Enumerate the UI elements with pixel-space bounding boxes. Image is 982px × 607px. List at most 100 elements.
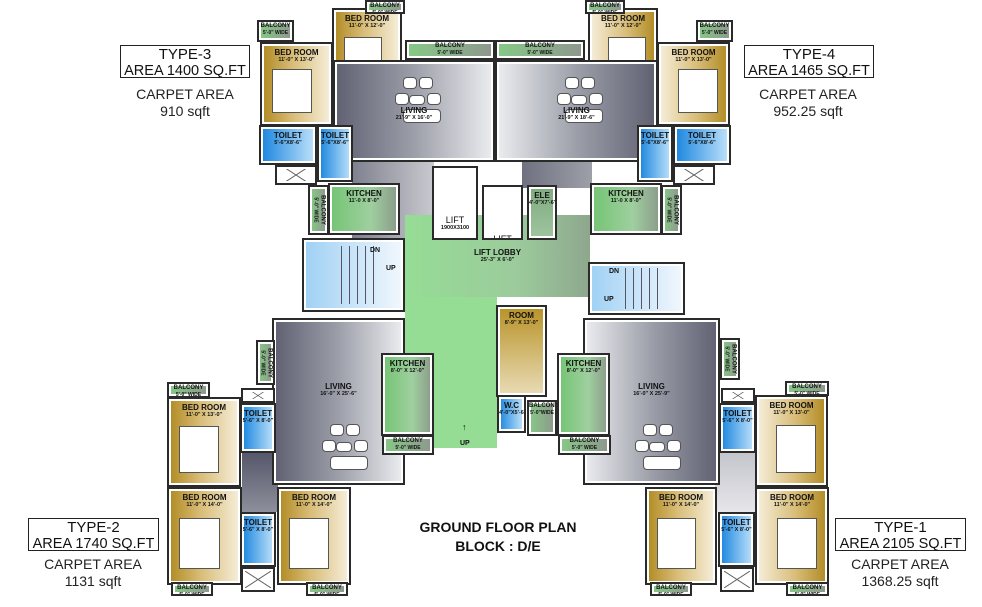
- type-1-label: TYPE-1 AREA 2105 SQ.FT: [835, 518, 966, 552]
- type-2-area: AREA 1740 SQ.FT: [32, 536, 155, 552]
- bed-icon: [272, 69, 312, 113]
- bed-icon: [777, 518, 817, 569]
- type-3-carpet-value: 910 sqft: [160, 103, 210, 119]
- room-dimensions: 11'-0" X 14'-0": [295, 502, 333, 508]
- type-3-carpet: CARPET AREA 910 sqft: [105, 86, 265, 120]
- room-name: TOILET: [723, 409, 752, 418]
- room-name: BED ROOM: [345, 14, 389, 23]
- furniture-icon: [643, 456, 681, 470]
- furniture-icon: [395, 93, 409, 105]
- room-name: BED ROOM: [292, 493, 336, 502]
- lift-lobby-dims: 25'-3" X 6'-0": [480, 257, 515, 263]
- room-name: ROOM: [509, 311, 534, 320]
- room-dimensions: 5'-0"WIDE: [530, 410, 554, 416]
- room-name: KITCHEN: [608, 189, 644, 198]
- room-name: KITCHEN: [389, 359, 426, 368]
- stair-left-dn-tag: DN: [370, 247, 381, 254]
- type-1-carpet: CARPET AREA 1368.25 sqft: [820, 556, 980, 590]
- room-dimensions: 11'-0" X 13'-0": [773, 410, 810, 416]
- room-name: BALCONY: [792, 585, 823, 591]
- room-name: LIFT: [493, 234, 512, 240]
- room-name: BALCONY: [730, 344, 737, 374]
- furniture-icon: [419, 77, 433, 89]
- furniture-icon: [403, 109, 441, 123]
- entrance-up-tag: UP: [460, 440, 470, 447]
- furniture-icon: [649, 442, 665, 452]
- type-2-name: TYPE-2: [67, 519, 120, 536]
- shaft-55: [720, 567, 754, 592]
- room-name: BALCONY: [266, 347, 272, 378]
- furniture-icon: [565, 77, 579, 89]
- stair-26: [588, 262, 685, 315]
- type-4-carpet-value: 952.25 sqft: [773, 103, 843, 119]
- living-extension-right: [522, 160, 592, 188]
- furniture-icon: [354, 440, 368, 452]
- room-name: W.C: [503, 401, 520, 410]
- room-dimensions: 5'-0" WIDE: [259, 349, 265, 376]
- room-name: BALCONY: [699, 23, 730, 29]
- furniture-icon: [427, 93, 441, 105]
- room-dimensions: 5'-6" X 8'-0": [242, 527, 274, 533]
- bed-icon: [179, 518, 220, 569]
- room-dimensions: 5'-0" WIDE: [794, 592, 821, 596]
- corridor-type-1: [715, 452, 755, 512]
- room-name: BALCONY: [590, 3, 620, 9]
- room-name: BALCONY: [370, 3, 400, 9]
- type-4-carpet: CARPET AREA 952.25 sqft: [728, 86, 888, 120]
- plan-title-line1: GROUND FLOOR PLAN: [419, 519, 577, 535]
- room-dimensions: 5'-6" X 8'-0": [721, 527, 752, 533]
- room-dimensions: 8'-0" X 12'-0": [566, 368, 601, 374]
- room-dimensions: 11'-0" X 14'-0": [662, 502, 700, 508]
- type-1-carpet-value: 1368.25 sqft: [861, 573, 939, 589]
- room-name: TOILET: [640, 131, 670, 140]
- shaft-41: [241, 567, 275, 592]
- room-name: BALCONY: [525, 43, 555, 49]
- stair-steps: [617, 267, 660, 310]
- furniture-icon: [565, 109, 603, 123]
- room-name: KITCHEN: [346, 189, 382, 198]
- room-dimensions: 1900X3100: [440, 225, 470, 231]
- bed-icon: [776, 425, 816, 473]
- room-dimensions: 4'-0"X7'-6": [529, 200, 557, 206]
